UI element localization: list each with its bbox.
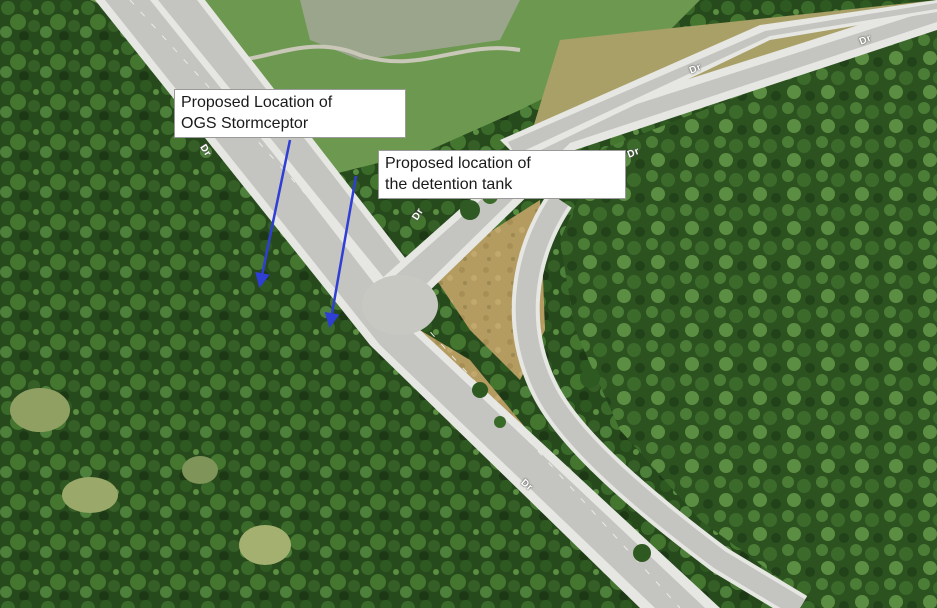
- clearing-2: [62, 477, 118, 513]
- clearing-1: [10, 388, 70, 432]
- tree: [472, 382, 488, 398]
- park-area-north: [90, 0, 700, 175]
- clearing-3: [239, 525, 291, 565]
- tree: [594, 344, 606, 356]
- callout-tank-line1: Proposed location of: [385, 155, 531, 172]
- forest-east: [560, 20, 937, 608]
- road-curved-ramp-surface: [515, 194, 806, 608]
- callout-ogs-stormceptor: Proposed Location of OGS Stormceptor: [174, 89, 406, 138]
- intersection: [362, 275, 438, 335]
- callout-tank-line2: the detention tank: [385, 176, 513, 193]
- tree: [633, 544, 651, 562]
- callout-ogs-line1: Proposed Location of: [181, 94, 333, 111]
- arrow-ogs-stormceptor: [255, 139, 292, 288]
- road-northeast: [388, 8, 937, 298]
- callout-ogs-line2: OGS Stormceptor: [181, 115, 309, 132]
- road-west-diagonal: [105, 0, 705, 608]
- road-central-diagonal: [158, 0, 422, 300]
- arrow-detention-tank: [324, 175, 358, 328]
- tree: [460, 200, 480, 220]
- tree: [494, 416, 506, 428]
- parking-lot: [300, 0, 520, 60]
- clearing-4: [182, 456, 218, 484]
- road-northeast-edge: [380, 0, 937, 300]
- tree: [580, 368, 600, 388]
- callout-detention-tank: Proposed location of the detention tank: [378, 150, 626, 199]
- park-path: [199, 44, 521, 64]
